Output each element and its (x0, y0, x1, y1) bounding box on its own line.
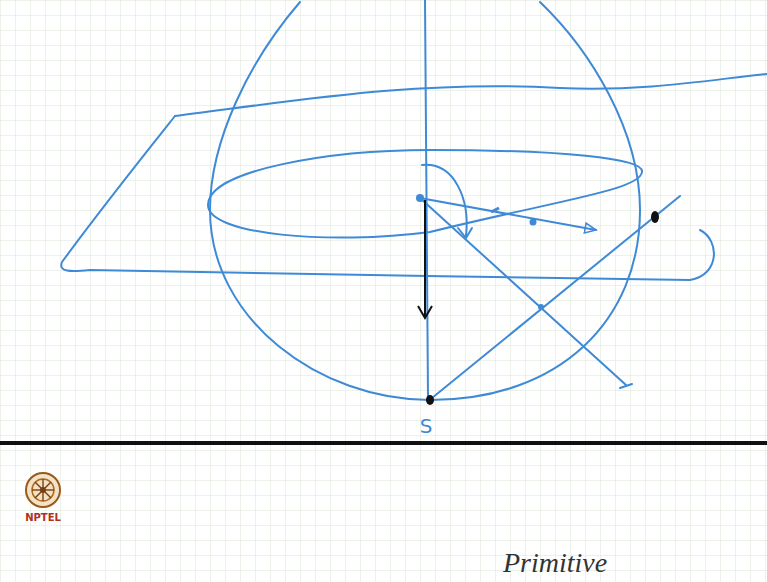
nptel-logo (26, 473, 60, 507)
plane-outline (61, 116, 714, 280)
point-dot (538, 304, 544, 310)
center-dot (416, 194, 424, 202)
ray-tick (620, 384, 632, 388)
point-dot (530, 219, 537, 226)
plane-top-edge (175, 74, 767, 116)
point-label: S (420, 414, 433, 438)
divider-bar (0, 441, 767, 445)
ray-arrow (420, 198, 596, 230)
ray-line (420, 198, 626, 385)
arc-arrowhead (458, 228, 472, 238)
logo-text: NPTEL (25, 512, 61, 523)
point-mark (491, 208, 499, 212)
projection-line (432, 196, 680, 398)
south-pole-dot (426, 395, 434, 405)
normal-vector (424, 200, 426, 318)
heading-text: Primitive (503, 547, 607, 579)
projected-point (651, 211, 659, 223)
